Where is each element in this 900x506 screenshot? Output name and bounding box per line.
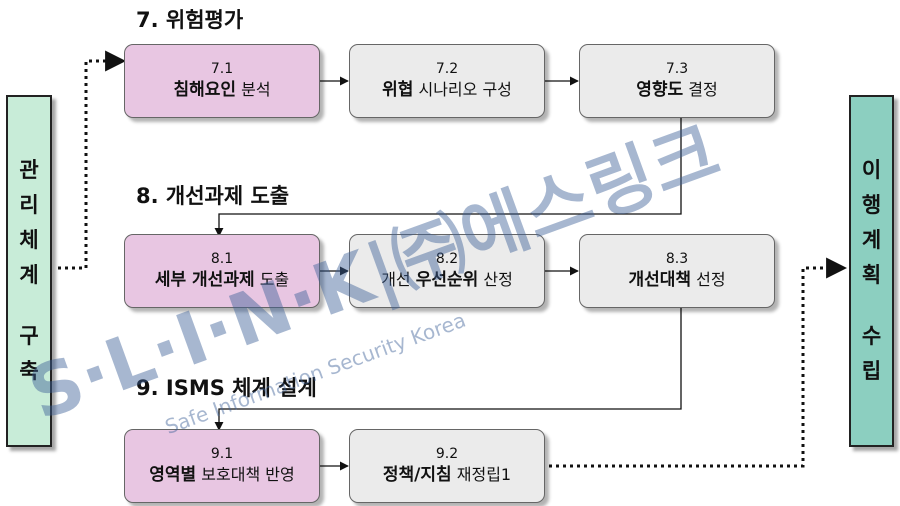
process-box-label-suffix: 분석 — [236, 80, 271, 99]
process-box-label-suffix: 산정 — [478, 270, 513, 289]
process-box-label-suffix: 결정 — [683, 80, 718, 99]
dotted-connector-bottom — [549, 257, 848, 468]
left-side-char: 축 — [19, 359, 39, 383]
arrow-8-3-to-9-1 — [214, 308, 682, 431]
process-box-label-bold: 영역별 — [149, 465, 197, 485]
process-box-label-suffix: 시나리오 구성 — [413, 80, 512, 99]
process-box-label: 영향도 결정 — [636, 78, 717, 102]
arrow-7-3-to-8-1 — [214, 118, 682, 237]
process-box-label-bold: 영향도 — [636, 80, 684, 100]
process-box-label-prefix: 개선 — [381, 270, 416, 289]
section-title-improvement-tasks: 8. 개선과제 도출 — [136, 184, 290, 208]
process-box-label-bold: 개선대책 — [628, 270, 692, 290]
left-side-char: 체 — [19, 228, 39, 252]
process-box-label: 세부 개선과제 도출 — [155, 268, 289, 292]
dotted-connector-left — [58, 50, 127, 270]
process-box-label: 위협 시나리오 구성 — [382, 78, 512, 102]
right-side-char: 립 — [861, 359, 882, 383]
right-side-char: 이 — [861, 158, 882, 182]
process-box-label-suffix: 선정 — [691, 270, 726, 289]
process-box-number: 9.2 — [435, 446, 459, 462]
process-box-label-suffix: 도출 — [254, 270, 290, 289]
process-box-label: 침해요인 분석 — [173, 78, 270, 102]
process-box-label-bold: 세부 개선과제 — [154, 270, 255, 290]
left-side-char: 리 — [19, 193, 39, 217]
process-box-number: 9.1 — [210, 446, 234, 462]
process-box-number: 7.3 — [665, 61, 689, 77]
process-box-label-suffix: 보호대책 반영 — [196, 465, 295, 484]
process-box-number: 8.1 — [210, 251, 234, 267]
process-box-label: 영역별 보호대책 반영 — [149, 463, 294, 487]
process-box-label-suffix: 재정립1 — [451, 465, 512, 484]
process-box-label-bold: 침해요인 — [173, 80, 237, 100]
process-box-label: 정책/지침 재정립1 — [383, 463, 511, 487]
section-title-risk-assessment: 7. 위험평가 — [136, 8, 244, 32]
right-side-char: 획 — [861, 263, 882, 287]
left-side-char: 계 — [19, 263, 39, 287]
process-box-label: 개선 우선순위 산정 — [381, 268, 513, 292]
left-side-char: 관 — [19, 158, 39, 182]
right-side-char: 행 — [861, 193, 882, 217]
left-side-char: 구 — [19, 324, 39, 348]
right-side-char: 계 — [861, 228, 882, 252]
process-box-number: 8.2 — [435, 251, 459, 267]
section-title-isms-design: 9. ISMS 체계 설계 — [136, 376, 317, 400]
process-box-label-bold: 우선순위 — [415, 270, 479, 290]
process-box-label: 개선대책 선정 — [628, 268, 725, 292]
process-box-number: 8.3 — [665, 251, 689, 267]
process-box-label-bold: 정책/지침 — [382, 465, 452, 485]
process-box-label-bold: 위협 — [382, 80, 414, 100]
process-box-number: 7.2 — [435, 61, 459, 77]
right-side-char: 수 — [861, 324, 882, 348]
process-box-number: 7.1 — [210, 61, 234, 77]
